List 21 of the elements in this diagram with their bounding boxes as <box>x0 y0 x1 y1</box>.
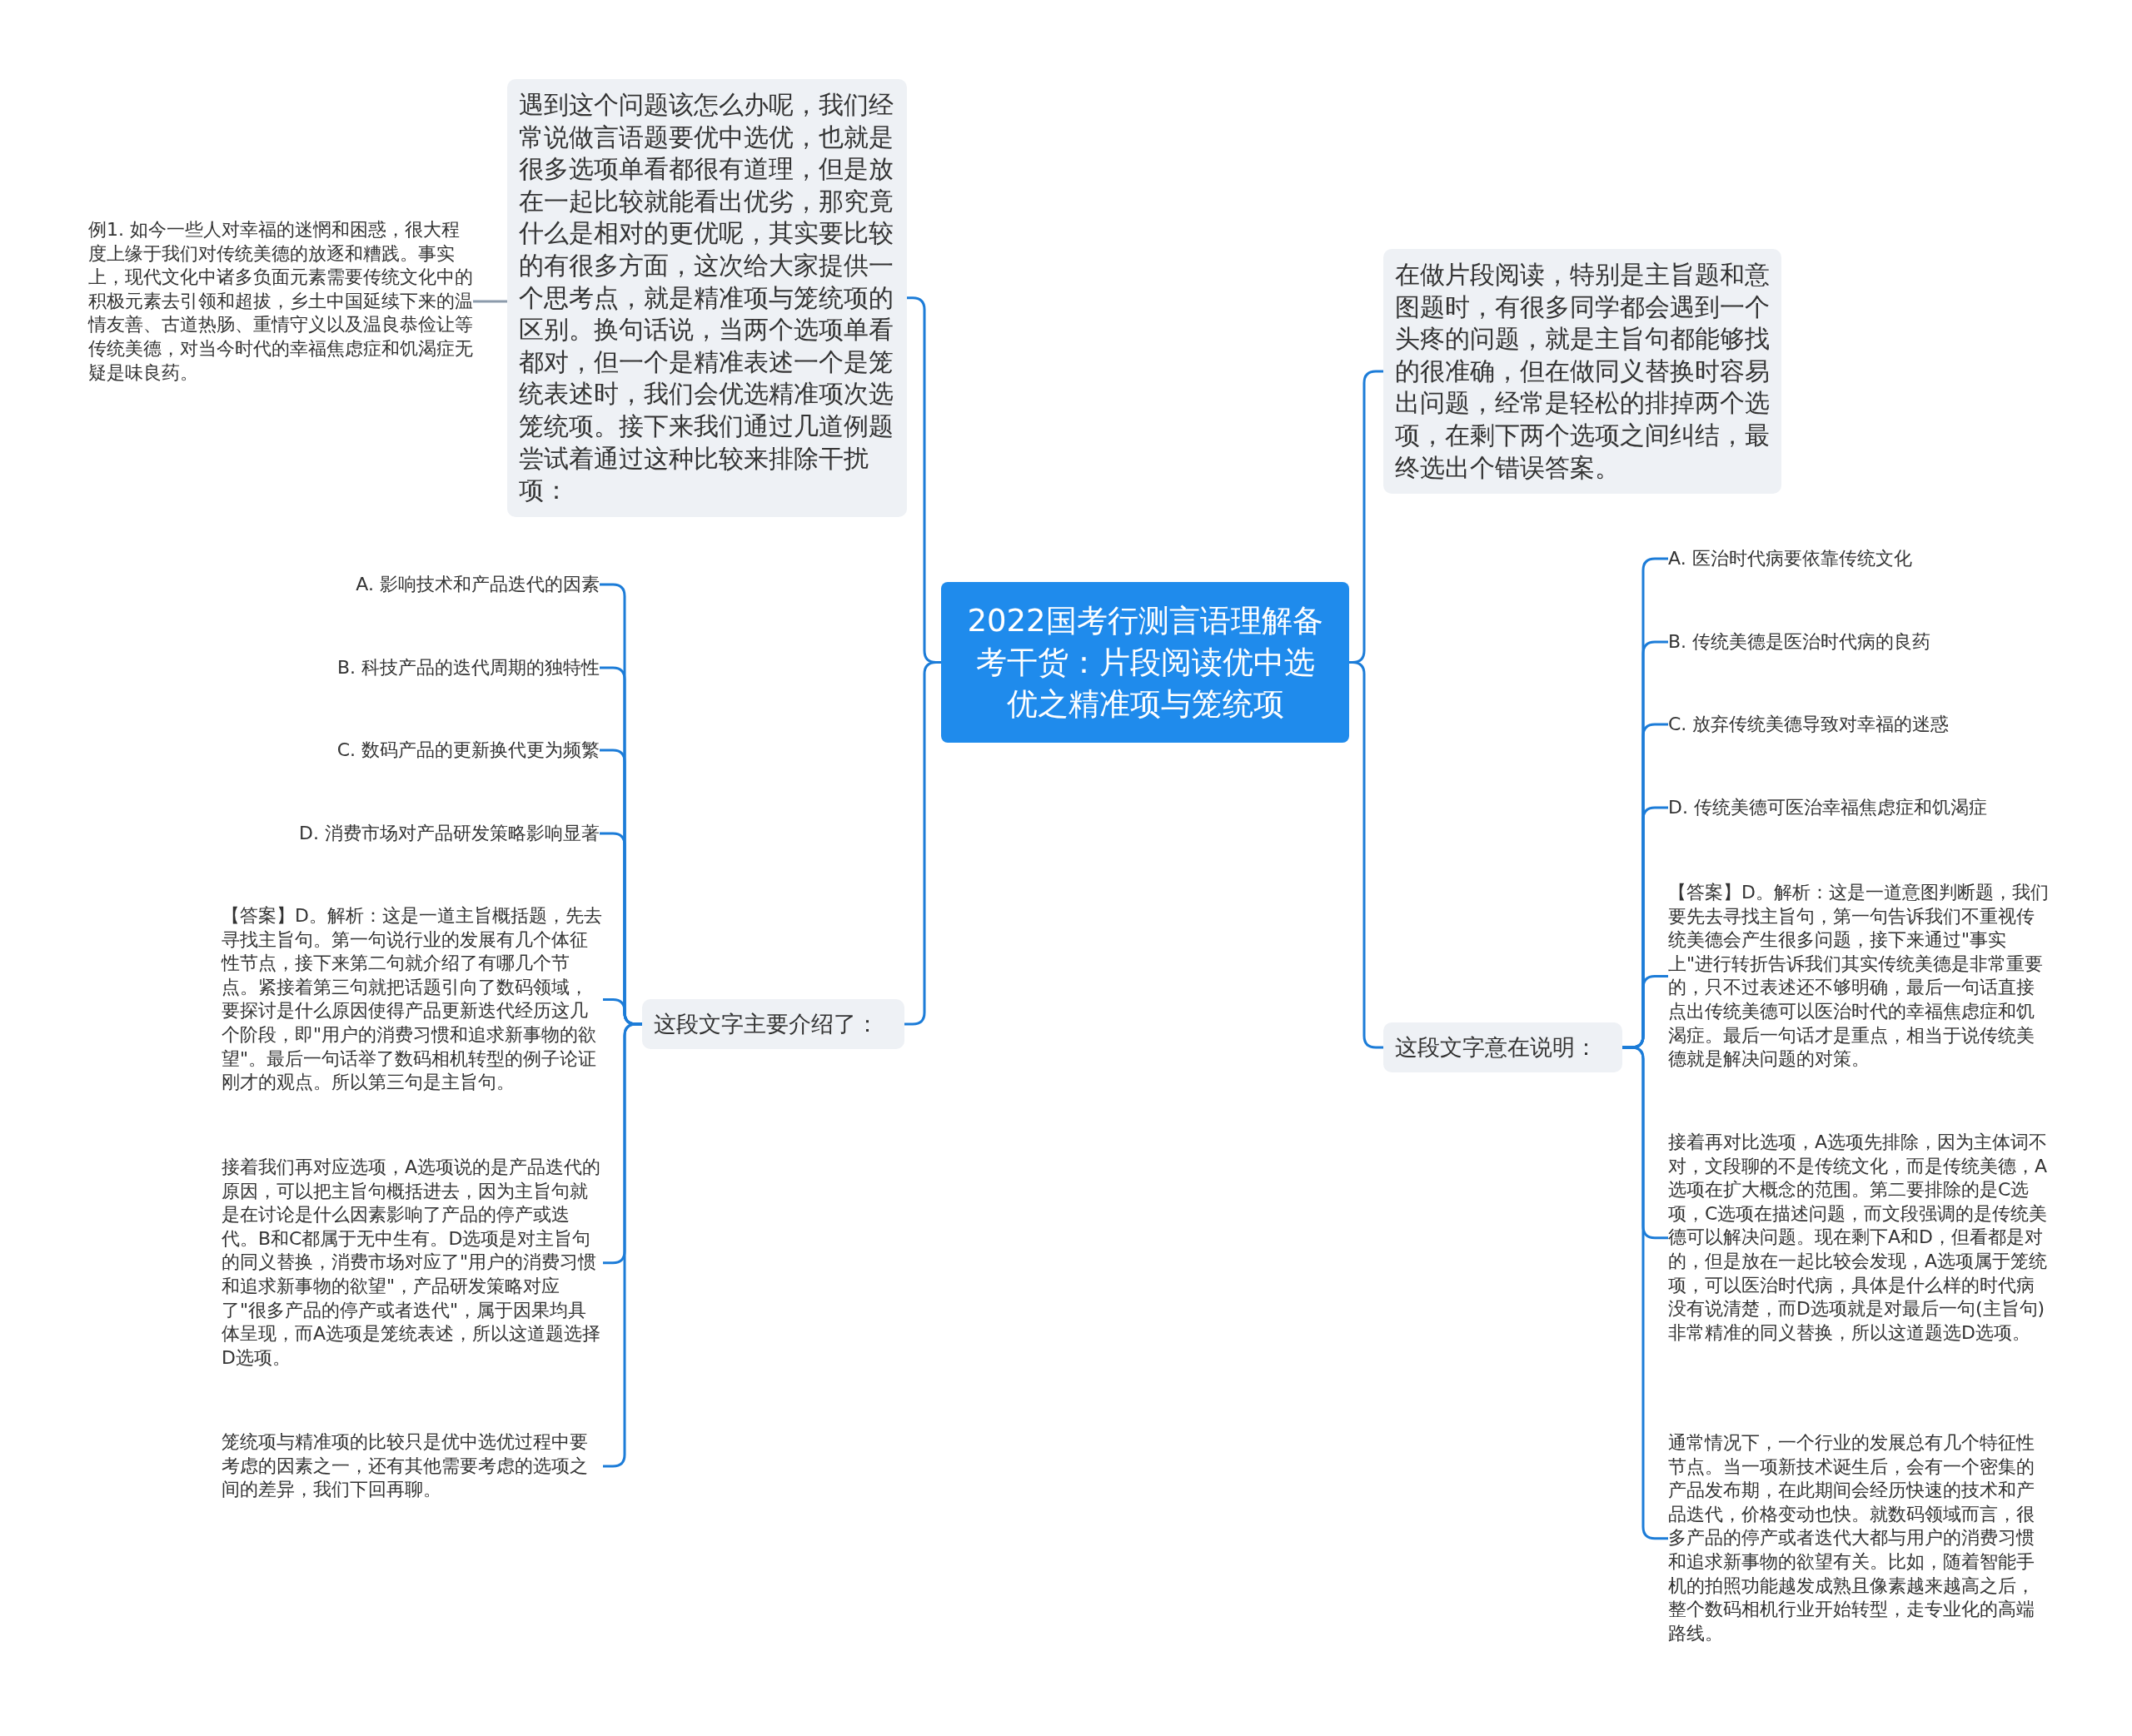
option-text: D. 传统美德可医治幸福焦虑症和饥渴症 <box>1668 795 2085 820</box>
option-text: B. 科技产品的迭代周期的独特性 <box>222 655 600 680</box>
paragraph-text: 笼统项与精准项的比较只是优中选优过程中要考虑的因素之一，还有其他需要考虑的选项之间的差异，我们下回再聊。 <box>222 1430 603 1502</box>
text-box: 遇到这个问题该怎么办呢，我们经常说做言语题要优中选优，也就是很多选项单看都很有道理，但是放在一起比较就能看出优劣，那究竟什么是相对的更优呢，其实要比较的有很多方面，这次给大家提供一个思考点，就是精准项与笼统项的区别。换句话说，当两个选项单看都对，但一个是精准表述一个是笼统表述时，我们会优选精准项次选笼统项。接下来我们通过几道例题尝试着通过这种比较来排除干扰项： <box>507 79 907 517</box>
option-text: D. 消费市场对产品研发策略影响显著 <box>222 821 600 846</box>
central-topic-box: 2022国考行测言语理解备考干货：片段阅读优中选优之精准项与笼统项 <box>941 582 1349 743</box>
paragraph-text: 【答案】D。解析：这是一道意图判断题，我们要先去寻找主旨句，第一句告诉我们不重视传统美德会产生很多问题，接下来通过"事实上"进行转折告诉我们其实传统美德是非常重要的，只不过表述还不够明确，最后一句话直接点出传统美德可以医治时代的幸福焦虑症和饥渴症。最后一句话才是重点，相当于说传统美德就是解决问题的对策。 <box>1668 881 2050 1072</box>
topic-box: 这段文字意在说明： <box>1383 1022 1622 1072</box>
paragraph-text: 例1. 如今一些人对幸福的迷惘和困惑，很大程度上缘于我们对传统美德的放逐和糟践。事实上，现代文化中诸多负面元素需要传统文化中的积极元素去引领和超拔，乡土中国延续下来的温情友善、古道热肠、重情守义以及温良恭俭让等传统美德，对当今时代的幸福焦虑症和饥渴症无疑是味良药。 <box>88 218 473 386</box>
option-text: C. 放弃传统美德导致对幸福的迷惑 <box>1668 712 2085 737</box>
connector-line <box>473 300 507 303</box>
option-text: A. 医治时代病要依靠传统文化 <box>1668 546 2085 571</box>
option-text: A. 影响技术和产品迭代的因素 <box>222 572 600 597</box>
paragraph-text: 【答案】D。解析：这是一道主旨概括题，先去寻找主旨句。第一句说行业的发展有几个体征性节点，接下来第二句就介绍了有哪几个节点。紧接着第三句就把话题引向了数码领域，要探讨是什么原因使得产品更新迭代经历这几个阶段，即"用户的消费习惯和追求新事物的欲望"。最后一句话举了数码相机转型的例子论证刚才的观点。所以第三句是主旨句。 <box>222 904 603 1095</box>
option-text: C. 数码产品的更新换代更为频繁 <box>222 738 600 763</box>
paragraph-text: 接着我们再对应选项，A选项说的是产品迭代的原因，可以把主旨句概括进去，因为主旨句就是在讨论是什么因素影响了产品的停产或迭代。B和C都属于无中生有。D选项是对主旨句的同义替换，消费市场对应了"用户的消费习惯和追求新事物的欲望"，产品研发策略对应了"很多产品的停产或者迭代"，属于因果均具体呈现，而A选项是笼统表述，所以这道题选择D选项。 <box>222 1156 603 1370</box>
paragraph-text: 通常情况下，一个行业的发展总有几个特征性节点。当一项新技术诞生后，会有一个密集的产品发布期，在此期间会经历快速的技术和产品迭代，价格变动也快。就数码领域而言，很多产品的停产或者迭代大都与用户的消费习惯和追求新事物的欲望有关。比如，随着智能手机的拍照功能越发成熟且像素越来越高之后，整个数码相机行业开始转型，走专业化的高端路线。 <box>1668 1431 2050 1646</box>
text-box: 在做片段阅读，特别是主旨题和意图题时，有很多同学都会遇到一个头疼的问题，就是主旨句都能够找的很准确，但在做同义替换时容易出问题，经常是轻松的排掉两个选项，在剩下两个选项之间纠结，最终选出个错误答案。 <box>1383 249 1781 495</box>
option-text: B. 传统美德是医治时代病的良药 <box>1668 629 2085 654</box>
topic-box: 这段文字主要介绍了： <box>642 999 904 1049</box>
paragraph-text: 接着再对比选项，A选项先排除，因为主体词不对，文段聊的不是传统文化，而是传统美德，A选项在扩大概念的范围。第二要排除的是C选项，C选项在描述问题，而文段强调的是传统美德可以解决问题。现在剩下A和D，但看都是对的，但是放在一起比较会发现，A选项属于笼统项，可以医治时代病，具体是什么样的时代病没有说清楚，而D选项就是对最后一句(主旨句)非常精准的同义替换，所以这道题选D选项。 <box>1668 1131 2050 1346</box>
